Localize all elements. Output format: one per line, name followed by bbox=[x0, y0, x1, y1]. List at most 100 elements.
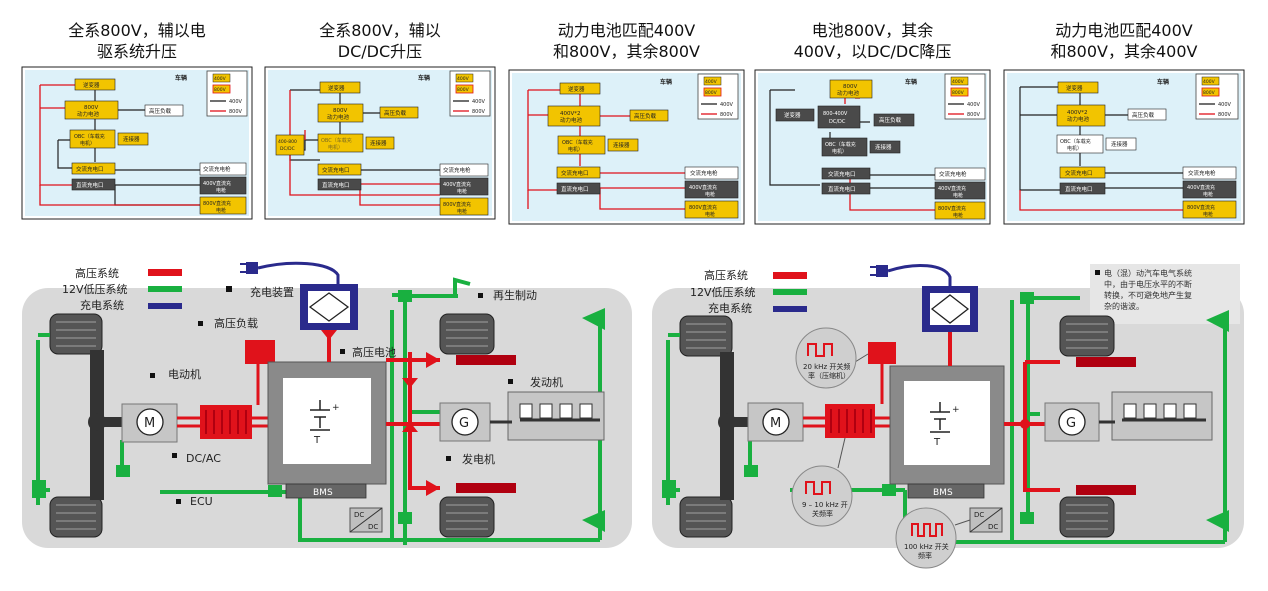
panel-1-ac-gun: 交流充电枪 bbox=[203, 165, 231, 173]
panel-4-gun800-line1: 800V直流充 bbox=[938, 205, 966, 212]
left-ecu-label: ECU bbox=[190, 495, 213, 508]
right-plug-icon bbox=[876, 265, 888, 277]
panel-5-legend-800v-line: 800V bbox=[1218, 112, 1232, 118]
diagram-3-title-line2: 和800V，其余800V bbox=[553, 42, 700, 61]
panel-1-legend-400v-line: 400V bbox=[229, 99, 243, 105]
left-motor-icon: M bbox=[144, 416, 155, 431]
panel-2-legend-400v-box: 400V bbox=[457, 76, 470, 82]
right-legend-charge: 充电系统 bbox=[708, 301, 752, 315]
left-battery-label: 高压电池 bbox=[352, 345, 396, 359]
panel-5-battery-line1: 400V*2 bbox=[1067, 110, 1088, 116]
diagram-4-title-line1: 电池800V，其余 bbox=[811, 21, 934, 40]
right-rectifier-icon bbox=[930, 294, 970, 324]
panel-2-legend-400v-line: 400V bbox=[472, 99, 486, 105]
panel-2-obc-line1: OBC（车载充 bbox=[321, 137, 352, 144]
panel-4-ac-gun: 交流充电枪 bbox=[939, 170, 967, 178]
panel-5-dc-port: 直流充电口 bbox=[1065, 185, 1093, 193]
panel-1-legend-800v-box: 800V bbox=[214, 87, 227, 93]
diagram-3-title-line1: 动力电池匹配400V bbox=[557, 21, 696, 40]
right-engine-cylinders bbox=[1123, 403, 1197, 419]
panel-3-legend-400v-box: 400V bbox=[705, 79, 718, 85]
right-motor-icon: M bbox=[770, 416, 781, 431]
panel-1-obc-line2: 电机） bbox=[80, 140, 95, 147]
svg-text:+: + bbox=[332, 403, 340, 413]
panel-2-dcdc-line1: 400-800 bbox=[278, 139, 297, 145]
right-note-line3: 转换，不可避免地产生复 bbox=[1104, 290, 1192, 300]
panel-5-gun400-line2: 电枪 bbox=[1203, 191, 1213, 198]
panel-2-ac-gun: 交流充电枪 bbox=[443, 166, 471, 174]
panel-3-battery-line1: 400V*2 bbox=[560, 111, 581, 117]
panel-4-ac-port: 交流充电口 bbox=[828, 170, 856, 178]
svg-text:T: T bbox=[933, 437, 941, 448]
panel-3-legend-400v-line: 400V bbox=[720, 102, 734, 108]
freq-20khz-line1: 20 kHz 开关频 bbox=[803, 362, 850, 371]
panel-1-legend-800v-line: 800V bbox=[229, 109, 243, 115]
panel-2-connector: 连接器 bbox=[370, 139, 387, 147]
panel-4-hv-load: 高压负载 bbox=[879, 116, 902, 124]
panel-4-gun400-line2: 电枪 bbox=[953, 192, 963, 199]
panel-5-inverter: 逆变器 bbox=[1066, 84, 1083, 92]
panel-2-legend-800v-box: 800V bbox=[457, 87, 470, 93]
panel-2-battery-line1: 800V bbox=[333, 108, 347, 114]
panel-4-dcdc-line2: DC/DC bbox=[829, 119, 846, 125]
diagram-5-title-line1: 动力电池匹配400V bbox=[1055, 21, 1193, 40]
top-panel-5: 车辆 400V 800V 400V 800V 逆变器 400V*2 动力电池 高… bbox=[1003, 69, 1245, 225]
panel-3-gun400-line1: 400V直流充 bbox=[689, 184, 717, 191]
panel-4-obc-line2: 电机） bbox=[832, 148, 847, 155]
panel-2-dcdc-line2: DC/DC bbox=[280, 146, 295, 152]
panel-1-dc-port: 直流充电口 bbox=[76, 181, 104, 189]
diagram-2-title-line2: DC/DC升压 bbox=[337, 42, 423, 61]
top-panel-3: 车辆 400V 800V 400V 800V 逆变器 400V*2 动力电池 高… bbox=[508, 69, 745, 225]
diagram-5-title-line2: 和800V，其余400V bbox=[1050, 42, 1198, 61]
freq-9khz-wave-icon bbox=[805, 481, 831, 495]
svg-text:+: + bbox=[952, 405, 960, 415]
right-battery-icon bbox=[930, 402, 950, 433]
panel-3-legend-800v-box: 800V bbox=[705, 90, 718, 96]
panel-3-gun400-line2: 电枪 bbox=[705, 191, 715, 198]
panel-2-obc-line2: 电机） bbox=[328, 144, 343, 151]
panel-5-legend-400v-box: 400V bbox=[1203, 79, 1216, 85]
left-bms-label: BMS bbox=[313, 488, 333, 498]
top-panel-2: 车辆 400V 800V 400V 800V 逆变器 800V 动力电池 高压负… bbox=[264, 66, 496, 220]
diagram-2-title: 全系800V，辅以 DC/DC升压 bbox=[265, 20, 495, 62]
left-rectifier-icon bbox=[308, 292, 350, 322]
left-legend-hv: 高压系统 bbox=[75, 266, 119, 280]
panel-3-connector: 连接器 bbox=[613, 141, 630, 149]
left-legend-charge: 充电系统 bbox=[80, 298, 124, 312]
panel-1-gun400-line1: 400V直流充 bbox=[203, 180, 231, 187]
panel-5-gun800-line2: 电枪 bbox=[1203, 211, 1213, 218]
left-dcdc-label-1: DC bbox=[354, 511, 364, 519]
panel-2-gun400-line1: 400V直流充 bbox=[443, 181, 471, 188]
panel-3-inverter: 逆变器 bbox=[568, 85, 585, 93]
left-dcac-label: DC/AC bbox=[186, 452, 221, 465]
panel-4-connector: 连接器 bbox=[875, 143, 892, 151]
panel-1-inverter: 逆变器 bbox=[83, 81, 100, 89]
panel-4-legend-400v-line: 400V bbox=[967, 102, 981, 108]
diagram-4-title: 电池800V，其余 400V，以DC/DC降压 bbox=[755, 20, 990, 62]
diagram-2-title-line1: 全系800V，辅以 bbox=[319, 21, 441, 40]
panel-4-legend-800v-box: 800V bbox=[952, 90, 965, 96]
panel-3-dc-port: 直流充电口 bbox=[561, 185, 589, 193]
panel-4-car-label: 车辆 bbox=[905, 78, 917, 86]
panel-3-gun800-line1: 800V直流充 bbox=[689, 204, 717, 211]
right-note-line4: 杂的谐波。 bbox=[1104, 301, 1144, 311]
right-note-line2: 中，由于电压水平的不断 bbox=[1104, 279, 1192, 289]
panel-1-connector: 连接器 bbox=[123, 135, 140, 143]
panel-1-gun800-line1: 800V直流充 bbox=[203, 200, 231, 207]
panel-5-battery-line2: 动力电池 bbox=[1067, 115, 1090, 123]
diagram-1-title-line2: 驱系统升压 bbox=[96, 42, 177, 61]
left-battery-icon bbox=[310, 400, 330, 431]
panel-1-legend-400v-box: 400V bbox=[214, 76, 227, 82]
diagram-1-title-line1: 全系800V，辅以电 bbox=[68, 21, 206, 40]
panel-1-car-label: 车辆 bbox=[175, 74, 187, 82]
panel-3-ac-port: 交流充电口 bbox=[561, 169, 589, 177]
panel-3-legend-800v-line: 800V bbox=[720, 112, 734, 118]
freq-20khz-wave-icon bbox=[807, 343, 833, 357]
freq-20khz-line2: 率（压缩机） bbox=[808, 371, 850, 380]
panel-5-legend-800v-box: 800V bbox=[1203, 90, 1216, 96]
panel-4-inverter: 逆变器 bbox=[784, 111, 801, 119]
panel-5-ac-port: 交流充电口 bbox=[1065, 169, 1093, 177]
panel-4-gun400-line1: 400V直流充 bbox=[938, 185, 966, 192]
freq-bubble-100khz: 100 kHz 开关 频率 bbox=[895, 507, 971, 569]
panel-4-gun800-line2: 电枪 bbox=[953, 212, 963, 219]
